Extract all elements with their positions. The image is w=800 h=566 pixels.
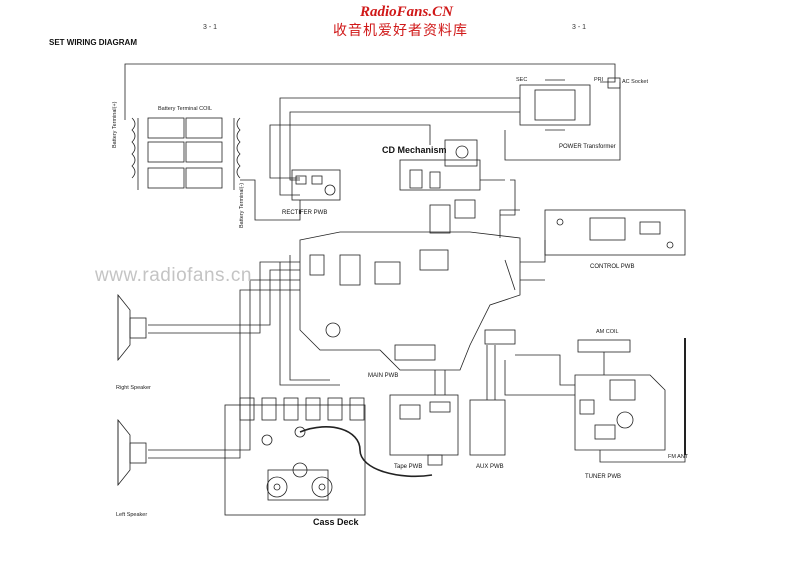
ac-socket	[607, 77, 621, 89]
wire-transformer-cd	[504, 82, 621, 161]
wire-main-control	[520, 240, 546, 263]
wire-rect-main	[269, 124, 431, 179]
battery-coil-label: Battery Terminal COIL	[158, 106, 213, 112]
power-transformer-label: POWER Transformer	[559, 144, 616, 150]
wire-power-loop	[124, 63, 616, 120]
fm-ant-label: FM ANT	[668, 454, 689, 460]
cass-deck-label: Cass Deck	[313, 517, 359, 527]
aux-label: AUX PWB	[476, 464, 504, 470]
page-title: SET WIRING DIAGRAM	[49, 38, 137, 47]
battery-cell-2	[185, 117, 223, 139]
control-board	[544, 209, 686, 256]
ac-socket-label: AC Socket	[622, 79, 648, 85]
main-board	[299, 231, 521, 371]
sec-label: SEC	[516, 77, 528, 83]
am-coil-label: AM COIL	[596, 329, 619, 335]
aux-board	[469, 399, 506, 456]
battery-cell-6	[185, 167, 223, 189]
watermark-site-url: www.radiofans.cn	[95, 265, 252, 286]
rectifier-board	[291, 169, 341, 201]
left-speaker-label: Left Speaker	[116, 512, 148, 518]
wire-battery-minus	[240, 179, 301, 221]
power-transformer	[519, 84, 591, 126]
main-label: MAIN PWB	[368, 373, 399, 379]
tape-head-cable	[299, 426, 433, 478]
battery-minus-label: Battery Terminal(-)	[239, 182, 245, 228]
wire-sec-out-2	[289, 111, 520, 181]
am-coil	[577, 339, 631, 353]
battery-plus-label: Battery Terminal(+)	[112, 101, 118, 148]
tuner-label: TUNER PWB	[585, 474, 621, 480]
rectifier-label: RECTIFER PWB	[282, 210, 328, 216]
battery-cell-4	[185, 141, 223, 163]
watermark-site-name-cn: 收音机爱好者资料库	[333, 23, 468, 39]
pri-label: PRI	[594, 77, 604, 83]
tape-board	[389, 394, 459, 456]
cd-mechanism-label: CD Mechanism	[382, 145, 447, 155]
right-speaker-cone	[117, 293, 131, 362]
tape-label: Tape PWB	[394, 464, 423, 470]
tuner-board	[574, 374, 666, 451]
battery-cell-5	[147, 167, 185, 189]
wire-right-speaker	[148, 269, 300, 326]
battery-cell-3	[147, 141, 185, 163]
cd-mechanism-body	[399, 159, 481, 191]
cass-deck-frame	[224, 404, 366, 516]
right-speaker-label: Right Speaker	[116, 385, 151, 391]
battery-cell-1	[147, 117, 185, 139]
page-number-right: 3 - 1	[572, 24, 587, 31]
wire-sec-out	[279, 97, 520, 196]
page-number-left: 3 - 1	[203, 24, 218, 31]
left-speaker-cone	[117, 418, 131, 487]
control-label: CONTROL PWB	[590, 264, 635, 270]
watermark-site-name: RadioFans.CN	[360, 4, 453, 20]
wire-left-speaker	[148, 279, 300, 451]
